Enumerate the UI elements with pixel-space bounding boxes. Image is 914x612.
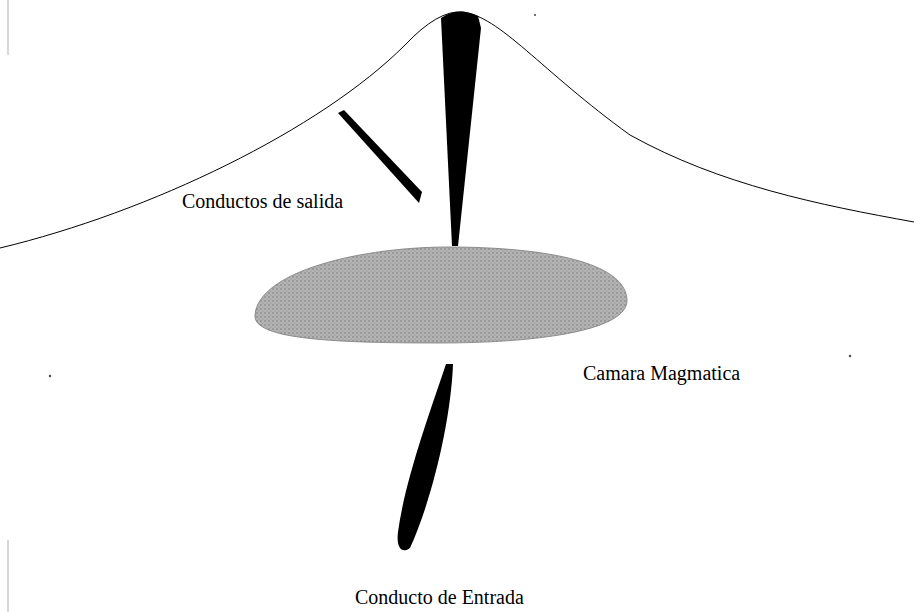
- part-label: Camara Magmatica: [581, 362, 742, 384]
- volcano-profile: [0, 12, 914, 248]
- scan-mark: [8, 540, 9, 612]
- feeder-conduit: [398, 364, 453, 550]
- scan-dot: [849, 355, 851, 357]
- magma-chamber: [255, 247, 627, 343]
- part-label: Conductos de salida: [180, 190, 345, 212]
- scan-mark: [8, 0, 9, 55]
- main-vent: [441, 11, 481, 246]
- scan-dot: [534, 14, 536, 16]
- scan-dot: [49, 375, 51, 377]
- part-label: Conducto de Entrada: [353, 586, 526, 608]
- side-vent: [338, 110, 422, 203]
